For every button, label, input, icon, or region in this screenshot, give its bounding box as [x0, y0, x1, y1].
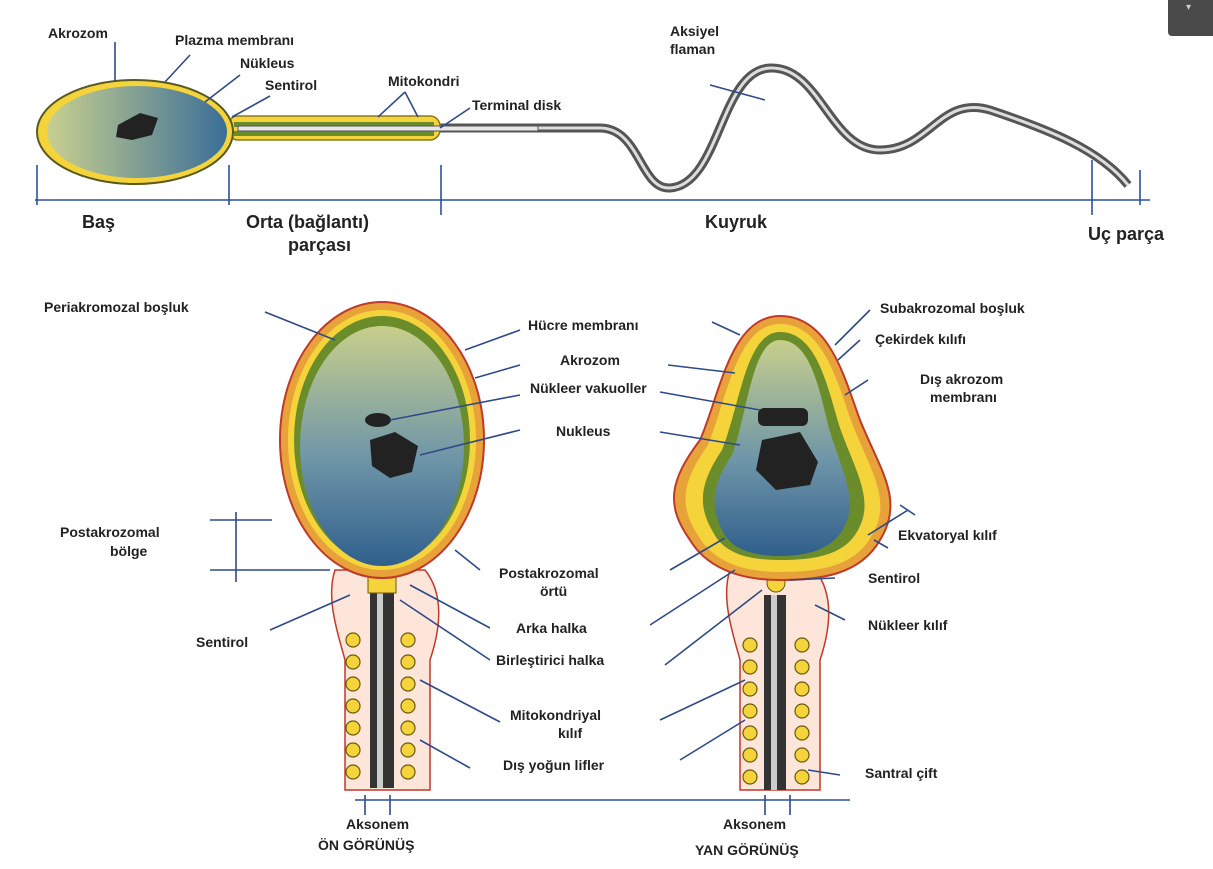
label-nukleus: Nükleus — [240, 55, 295, 71]
label-terminal-disk: Terminal disk — [472, 97, 561, 113]
label-postakrozomal-ortu: Postakrozomal — [499, 565, 599, 581]
side-vacuole — [758, 408, 808, 426]
section-bas: Baş — [82, 212, 115, 232]
top-sperm: Akrozom Plazma membranı Nükleus Sentirol… — [35, 23, 1165, 255]
label-on-gorunus: ÖN GÖRÜNÜŞ — [318, 837, 414, 853]
section-uc-parca: Uç parça — [1088, 224, 1165, 244]
label-mitokondri: Mitokondri — [388, 73, 460, 89]
label-front-akrozom: Akrozom — [560, 352, 620, 368]
label-ekvatoryal-kilif: Ekvatoryal kılıf — [898, 527, 997, 543]
label-dis-akrozom: Dış akrozom — [920, 371, 1003, 387]
label-front-aksonem: Aksonem — [346, 816, 409, 832]
label-mitokondriyal: Mitokondriyal — [510, 707, 601, 723]
label-cekirdek-kilifi: Çekirdek kılıfı — [875, 331, 966, 347]
label-side-sentirol: Sentirol — [868, 570, 920, 586]
label-ortu: örtü — [540, 583, 567, 599]
label-sentirol: Sentirol — [265, 77, 317, 93]
label-flaman: flaman — [670, 41, 715, 57]
label-membrani: membranı — [930, 389, 997, 405]
label-plazma-membrani: Plazma membranı — [175, 32, 294, 48]
front-vacuole — [365, 413, 391, 427]
label-yan-gorunus: YAN GÖRÜNÜŞ — [695, 842, 799, 858]
label-kilif: kılıf — [558, 725, 582, 741]
label-birlestirici-halka: Birleştirici halka — [496, 652, 604, 668]
label-side-aksonem: Aksonem — [723, 816, 786, 832]
label-hucre-membrani: Hücre membranı — [528, 317, 638, 333]
label-arka-halka: Arka halka — [516, 620, 587, 636]
label-nukleer-kilif: Nükleer kılıf — [868, 617, 948, 633]
section-kuyruk: Kuyruk — [705, 212, 768, 232]
label-postakrozomal: Postakrozomal — [60, 524, 160, 540]
label-bolge: bölge — [110, 543, 148, 559]
label-santral-cift: Santral çift — [865, 765, 938, 781]
label-akrozom: Akrozom — [48, 25, 108, 41]
side-view: Subakrozomal boşluk Çekirdek kılıfı Dış … — [650, 300, 1025, 858]
label-dis-yogun-lifler: Dış yoğun lifler — [503, 757, 605, 773]
label-aksiyel: Aksiyel — [670, 23, 719, 39]
section-parcasi: parçası — [288, 235, 351, 255]
label-periakromozal: Periakromozal boşluk — [44, 299, 189, 315]
label-front-sentirol: Sentirol — [196, 634, 248, 650]
section-orta: Orta (bağlantı) — [246, 212, 369, 232]
label-subakrozomal: Subakrozomal boşluk — [880, 300, 1025, 316]
label-front-nukleus: Nukleus — [556, 423, 611, 439]
label-nukleer-vakuoller: Nükleer vakuoller — [530, 380, 647, 396]
